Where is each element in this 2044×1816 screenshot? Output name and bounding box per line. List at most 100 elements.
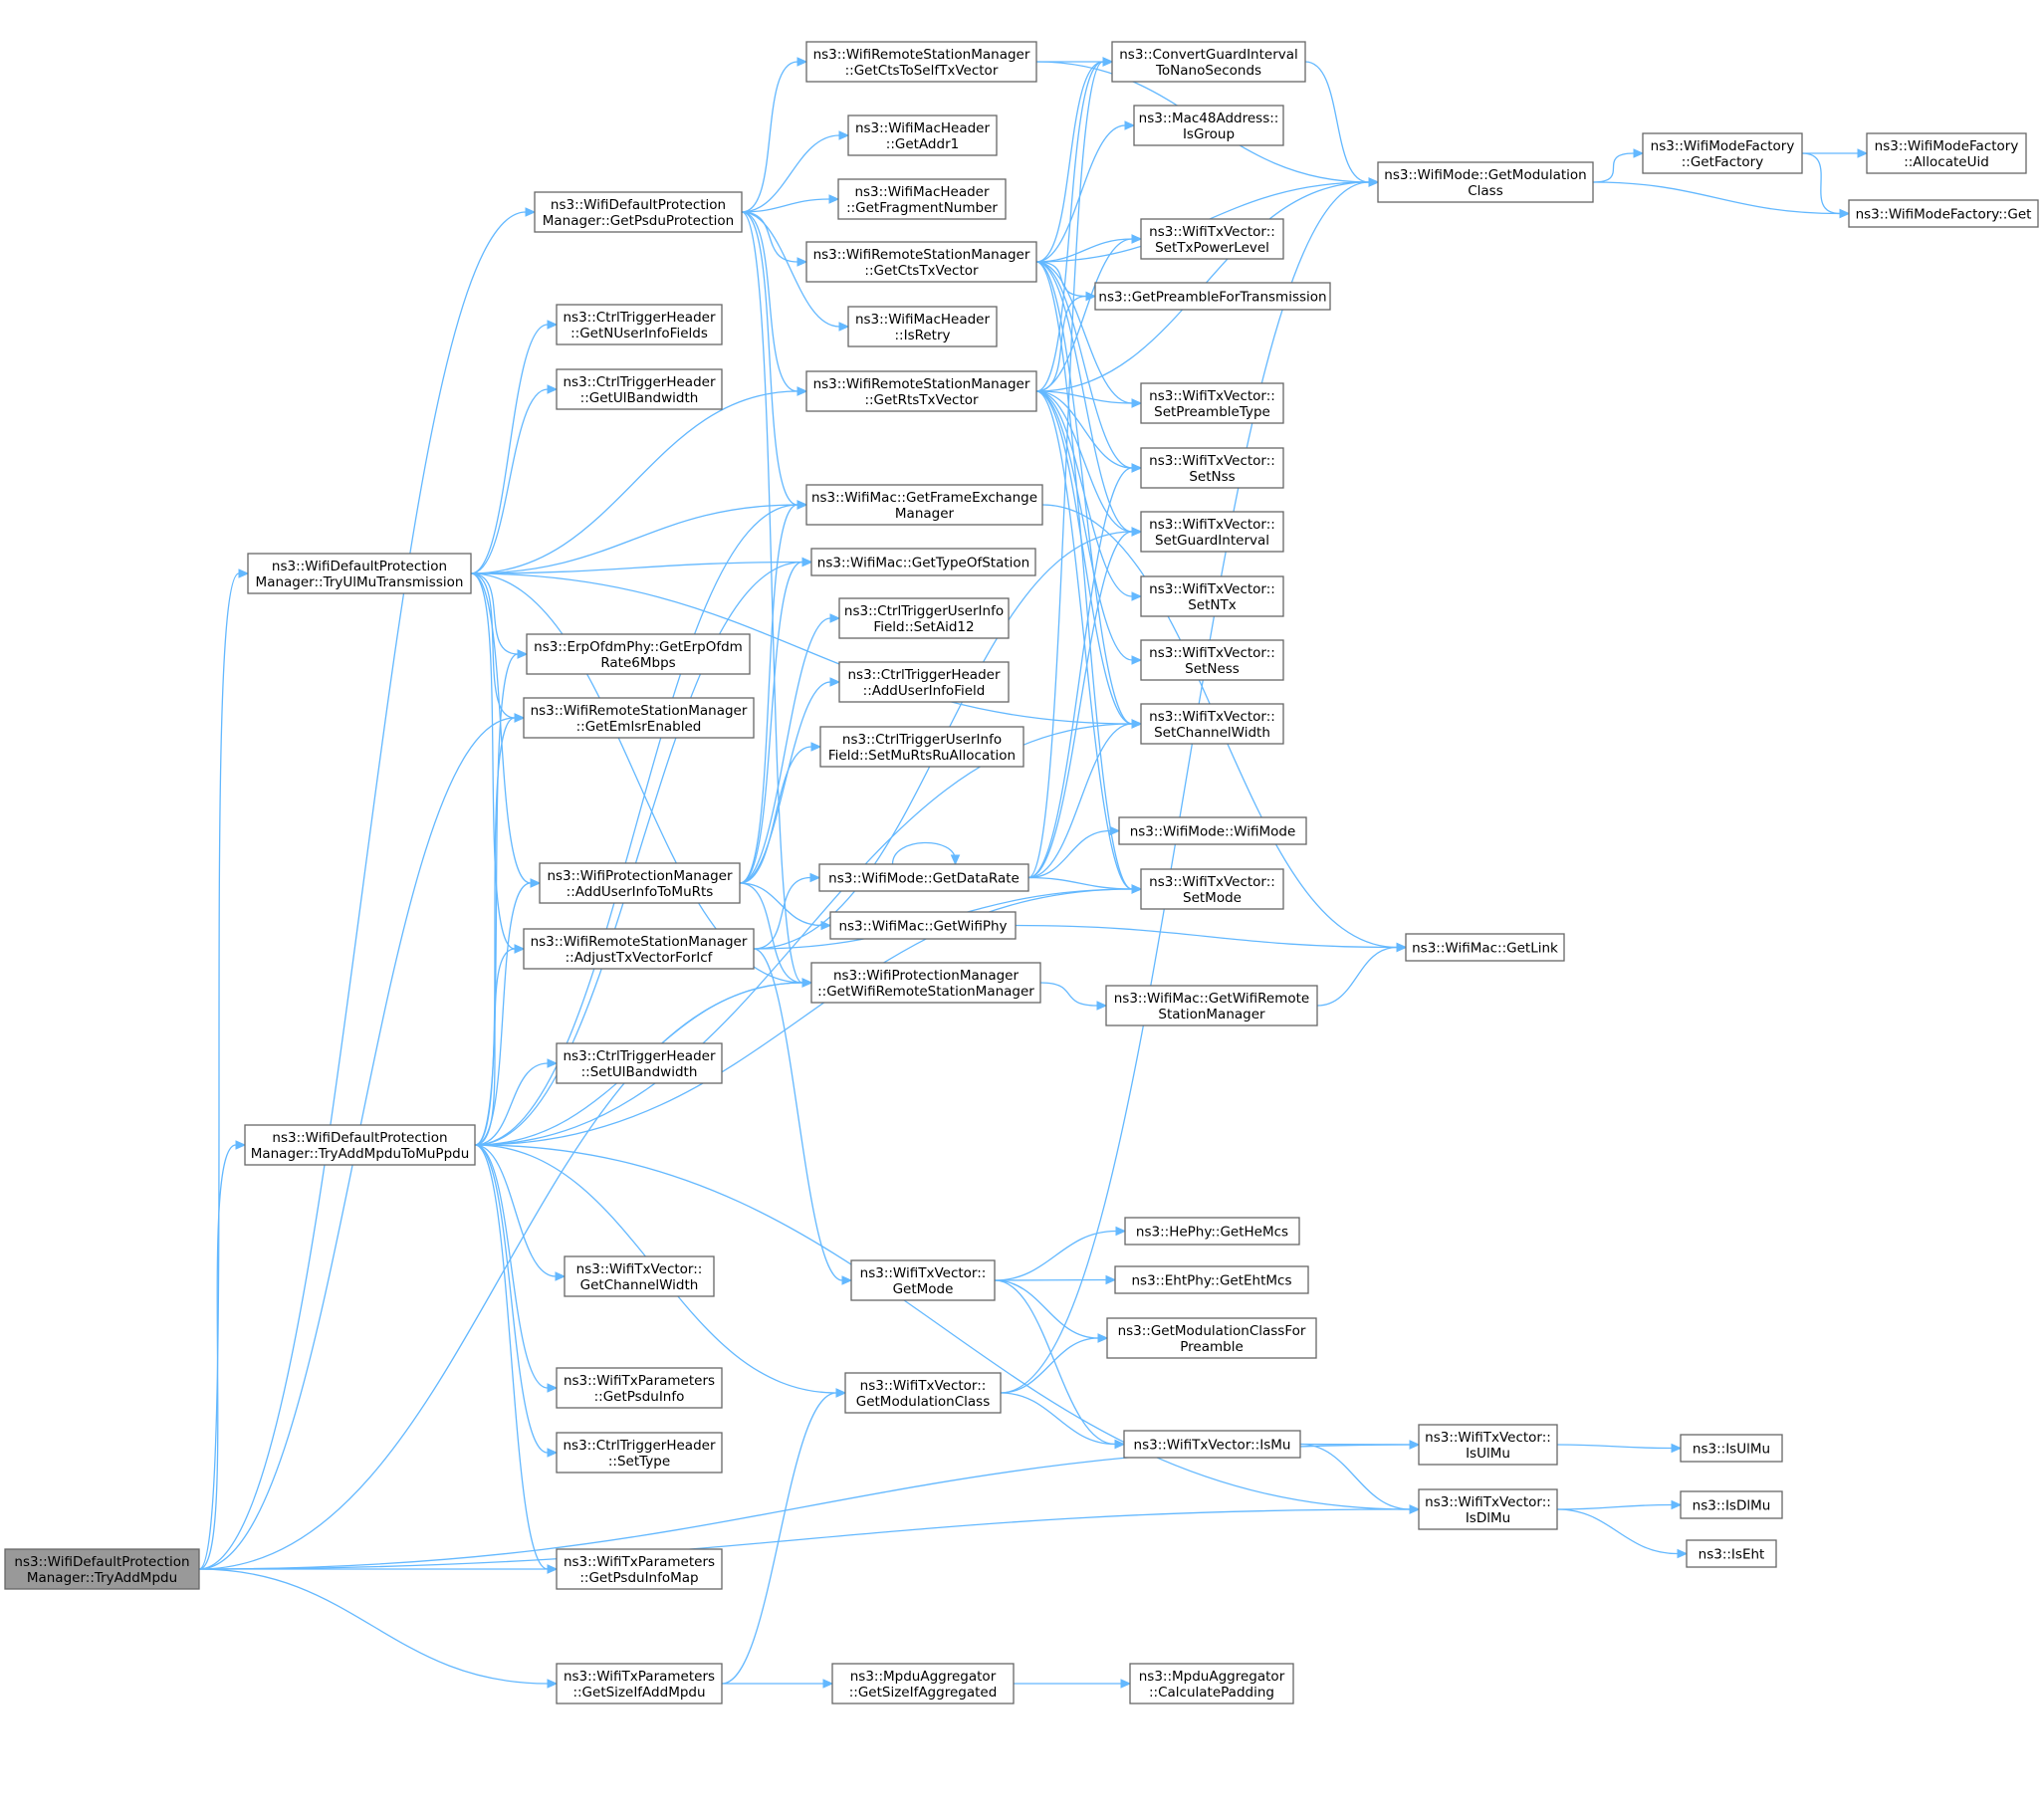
node-set-channel-width[interactable]: ns3::WifiTxVector::SetChannelWidth — [1140, 703, 1284, 745]
node-get-n-user-info-fields[interactable]: ns3::CtrlTriggerHeader::GetNUserInfoFiel… — [556, 304, 723, 345]
node-label: SetPreambleType — [1154, 404, 1270, 420]
node-add-user-info-field[interactable]: ns3::CtrlTriggerHeader::AddUserInfoField — [838, 661, 1010, 703]
node-box — [805, 370, 1037, 412]
edge-mac-get-wifi-remote-station-manager-to-get-link — [1316, 942, 1408, 1007]
node-get-he-mcs[interactable]: ns3::HePhy::GetHeMcs — [1124, 1217, 1300, 1246]
node-label: ns3::WifiMacHeader — [855, 120, 991, 136]
edge-add-user-info-to-mu-rts-to-set-aid12 — [739, 613, 841, 884]
edge-try-add-mpdu-to-mu-ppdu-to-get-channel-width — [474, 1144, 567, 1281]
node-is-retry[interactable]: ns3::WifiMacHeader::IsRetry — [847, 306, 998, 347]
node-get-cts-to-self-tx-vector[interactable]: ns3::WifiRemoteStationManager::GetCtsToS… — [805, 41, 1037, 83]
node-set-mu-rts-ru-allocation[interactable]: ns3::CtrlTriggerUserInfoField::SetMuRtsR… — [819, 726, 1024, 768]
node-get-rts-tx-vector[interactable]: ns3::WifiRemoteStationManager::GetRtsTxV… — [805, 370, 1037, 412]
node-add-user-info-to-mu-rts[interactable]: ns3::WifiProtectionManager::AddUserInfoT… — [539, 862, 741, 904]
node-get-size-if-add-mpdu[interactable]: ns3::WifiTxParameters::GetSizeIfAddMpdu — [556, 1663, 723, 1704]
node-tx-is-ul-mu[interactable]: ns3::WifiTxVector::IsUlMu — [1418, 1424, 1558, 1466]
node-get-psdu-info-map[interactable]: ns3::WifiTxParameters::GetPsduInfoMap — [556, 1548, 723, 1590]
node-label: ns3::MpduAggregator — [850, 1669, 997, 1685]
node-label: IsGroup — [1183, 126, 1235, 142]
node-label: ns3::GetPreambleForTransmission — [1098, 290, 1326, 306]
edge-get-rts-tx-vector-to-set-n-tx — [1035, 390, 1143, 601]
node-get-wifi-phy[interactable]: ns3::WifiMac::GetWifiPhy — [829, 911, 1017, 940]
node-get-link[interactable]: ns3::WifiMac::GetLink — [1405, 933, 1565, 962]
node-factory-get[interactable]: ns3::WifiModeFactory::Get — [1848, 199, 2039, 228]
node-label: ::SetUlBandwidth — [581, 1064, 698, 1080]
node-is-group[interactable]: ns3::Mac48Address::IsGroup — [1133, 105, 1284, 146]
node-is-ul-mu[interactable]: ns3::IsUlMu — [1680, 1434, 1783, 1463]
edge-get-data-rate-to-set-channel-width — [1027, 719, 1143, 879]
node-try-ul-mu-transmission[interactable]: ns3::WifiDefaultProtectionManager::TryUl… — [247, 553, 472, 594]
node-mac-get-wifi-remote-station-manager[interactable]: ns3::WifiMac::GetWifiRemoteStationManage… — [1105, 985, 1318, 1026]
node-box — [837, 178, 1007, 220]
node-box — [819, 726, 1024, 768]
edge-tx-get-mode-to-get-he-mcs — [994, 1226, 1127, 1281]
node-get-psdu-info[interactable]: ns3::WifiTxParameters::GetPsduInfo — [556, 1367, 723, 1409]
node-label: ::GetEmlsrEnabled — [576, 719, 702, 735]
node-get-addr1[interactable]: ns3::WifiMacHeader::GetAddr1 — [847, 114, 998, 156]
edge-add-user-info-to-mu-rts-to-get-type-of-station — [739, 557, 813, 884]
node-label: Manager — [895, 506, 955, 522]
node-get-size-if-aggregated[interactable]: ns3::MpduAggregator::GetSizeIfAggregated — [831, 1663, 1015, 1704]
edge-get-data-rate-to-set-nss — [1027, 463, 1143, 879]
node-allocate-uid[interactable]: ns3::WifiModeFactory::AllocateUid — [1866, 132, 2027, 174]
node-calculate-padding[interactable]: ns3::MpduAggregator::CalculatePadding — [1129, 1663, 1294, 1704]
node-get-data-rate[interactable]: ns3::WifiMode::GetDataRate — [818, 863, 1029, 892]
node-set-n-tx[interactable]: ns3::WifiTxVector::SetNTx — [1140, 575, 1284, 617]
node-get-cts-tx-vector[interactable]: ns3::WifiRemoteStationManager::GetCtsTxV… — [805, 241, 1037, 283]
edge-tx-get-modulation-class-to-mode-get-modulation-class — [1000, 177, 1380, 1394]
call-graph-edges — [198, 57, 1869, 1689]
edge-try-add-mpdu-to-try-ul-mu-transmission — [198, 568, 250, 1570]
node-is-eht[interactable]: ns3::IsEht — [1686, 1539, 1777, 1568]
node-box — [523, 697, 755, 739]
node-pm-get-wifi-remote-station-manager[interactable]: ns3::WifiProtectionManager::GetWifiRemot… — [810, 962, 1041, 1004]
node-tx-is-mu[interactable]: ns3::WifiTxVector::IsMu — [1123, 1430, 1301, 1459]
node-get-emlsr-enabled[interactable]: ns3::WifiRemoteStationManager::GetEmlsrE… — [523, 697, 755, 739]
node-box — [1680, 1434, 1783, 1463]
node-get-preamble-for-transmission[interactable]: ns3::GetPreambleForTransmission — [1094, 282, 1331, 311]
edge-tx-get-mode-to-get-modulation-class-for-preamble — [994, 1279, 1109, 1343]
node-set-type[interactable]: ns3::CtrlTriggerHeader::SetType — [556, 1432, 723, 1474]
node-get-fragment-number[interactable]: ns3::WifiMacHeader::GetFragmentNumber — [837, 178, 1007, 220]
node-label: ns3::WifiTxVector:: — [1149, 517, 1275, 533]
edge-tx-is-dl-mu-to-is-eht — [1556, 1508, 1689, 1559]
node-mode-get-modulation-class[interactable]: ns3::WifiMode::GetModulationClass — [1377, 161, 1594, 203]
node-get-psdu-protection[interactable]: ns3::WifiDefaultProtectionManager::GetPs… — [534, 191, 743, 233]
node-box — [838, 597, 1010, 639]
node-set-ul-bandwidth[interactable]: ns3::CtrlTriggerHeader::SetUlBandwidth — [556, 1042, 723, 1084]
node-tx-is-dl-mu[interactable]: ns3::WifiTxVector::IsDlMu — [1418, 1488, 1558, 1530]
node-label: ns3::WifiTxVector:: — [1149, 645, 1275, 661]
node-box — [247, 553, 472, 594]
node-wifi-mode-ctor[interactable]: ns3::WifiMode::WifiMode — [1118, 816, 1307, 845]
node-is-dl-mu[interactable]: ns3::IsDlMu — [1680, 1490, 1783, 1519]
node-get-eht-mcs[interactable]: ns3::EhtPhy::GetEhtMcs — [1114, 1265, 1309, 1294]
node-label: ns3::WifiMode::WifiMode — [1130, 824, 1296, 840]
node-label: ns3::GetModulationClassFor — [1118, 1323, 1306, 1339]
node-try-add-mpdu-to-mu-ppdu[interactable]: ns3::WifiDefaultProtectionManager::TryAd… — [244, 1124, 476, 1166]
node-get-type-of-station[interactable]: ns3::WifiMac::GetTypeOfStation — [810, 548, 1036, 576]
node-set-ness[interactable]: ns3::WifiTxVector::SetNess — [1140, 639, 1284, 681]
node-label: ns3::WifiDefaultProtection — [272, 1130, 447, 1146]
node-tx-get-mode[interactable]: ns3::WifiTxVector::GetMode — [850, 1259, 996, 1301]
edge-try-add-mpdu-to-mu-ppdu-to-set-type — [474, 1144, 559, 1458]
node-tx-get-modulation-class[interactable]: ns3::WifiTxVector::GetModulationClass — [844, 1372, 1002, 1414]
node-set-preamble-type[interactable]: ns3::WifiTxVector::SetPreambleType — [1140, 382, 1284, 424]
node-label: ::GetWifiRemoteStationManager — [817, 984, 1034, 1000]
node-get-channel-width[interactable]: ns3::WifiTxVector::GetChannelWidth — [564, 1255, 715, 1297]
node-get-factory[interactable]: ns3::WifiModeFactory::GetFactory — [1642, 132, 1803, 174]
node-set-nss[interactable]: ns3::WifiTxVector::SetNss — [1140, 447, 1284, 489]
node-set-mode[interactable]: ns3::WifiTxVector::SetMode — [1140, 868, 1284, 910]
node-box — [805, 41, 1037, 83]
edge-get-psdu-protection-to-get-frame-exchange-manager — [741, 211, 808, 510]
node-get-ul-bandwidth[interactable]: ns3::CtrlTriggerHeader::GetUlBandwidth — [556, 368, 723, 410]
node-set-tx-power-level[interactable]: ns3::WifiTxVector::SetTxPowerLevel — [1140, 218, 1284, 260]
node-box — [1140, 382, 1284, 424]
node-adjust-tx-vector-for-icf[interactable]: ns3::WifiRemoteStationManager::AdjustTxV… — [523, 928, 755, 970]
node-set-guard-interval[interactable]: ns3::WifiTxVector::SetGuardInterval — [1140, 511, 1284, 553]
node-try-add-mpdu[interactable]: ns3::WifiDefaultProtectionManager::TryAd… — [4, 1548, 200, 1590]
edge-pm-get-wifi-remote-station-manager-to-mac-get-wifi-remote-station-manager — [1039, 982, 1108, 1011]
